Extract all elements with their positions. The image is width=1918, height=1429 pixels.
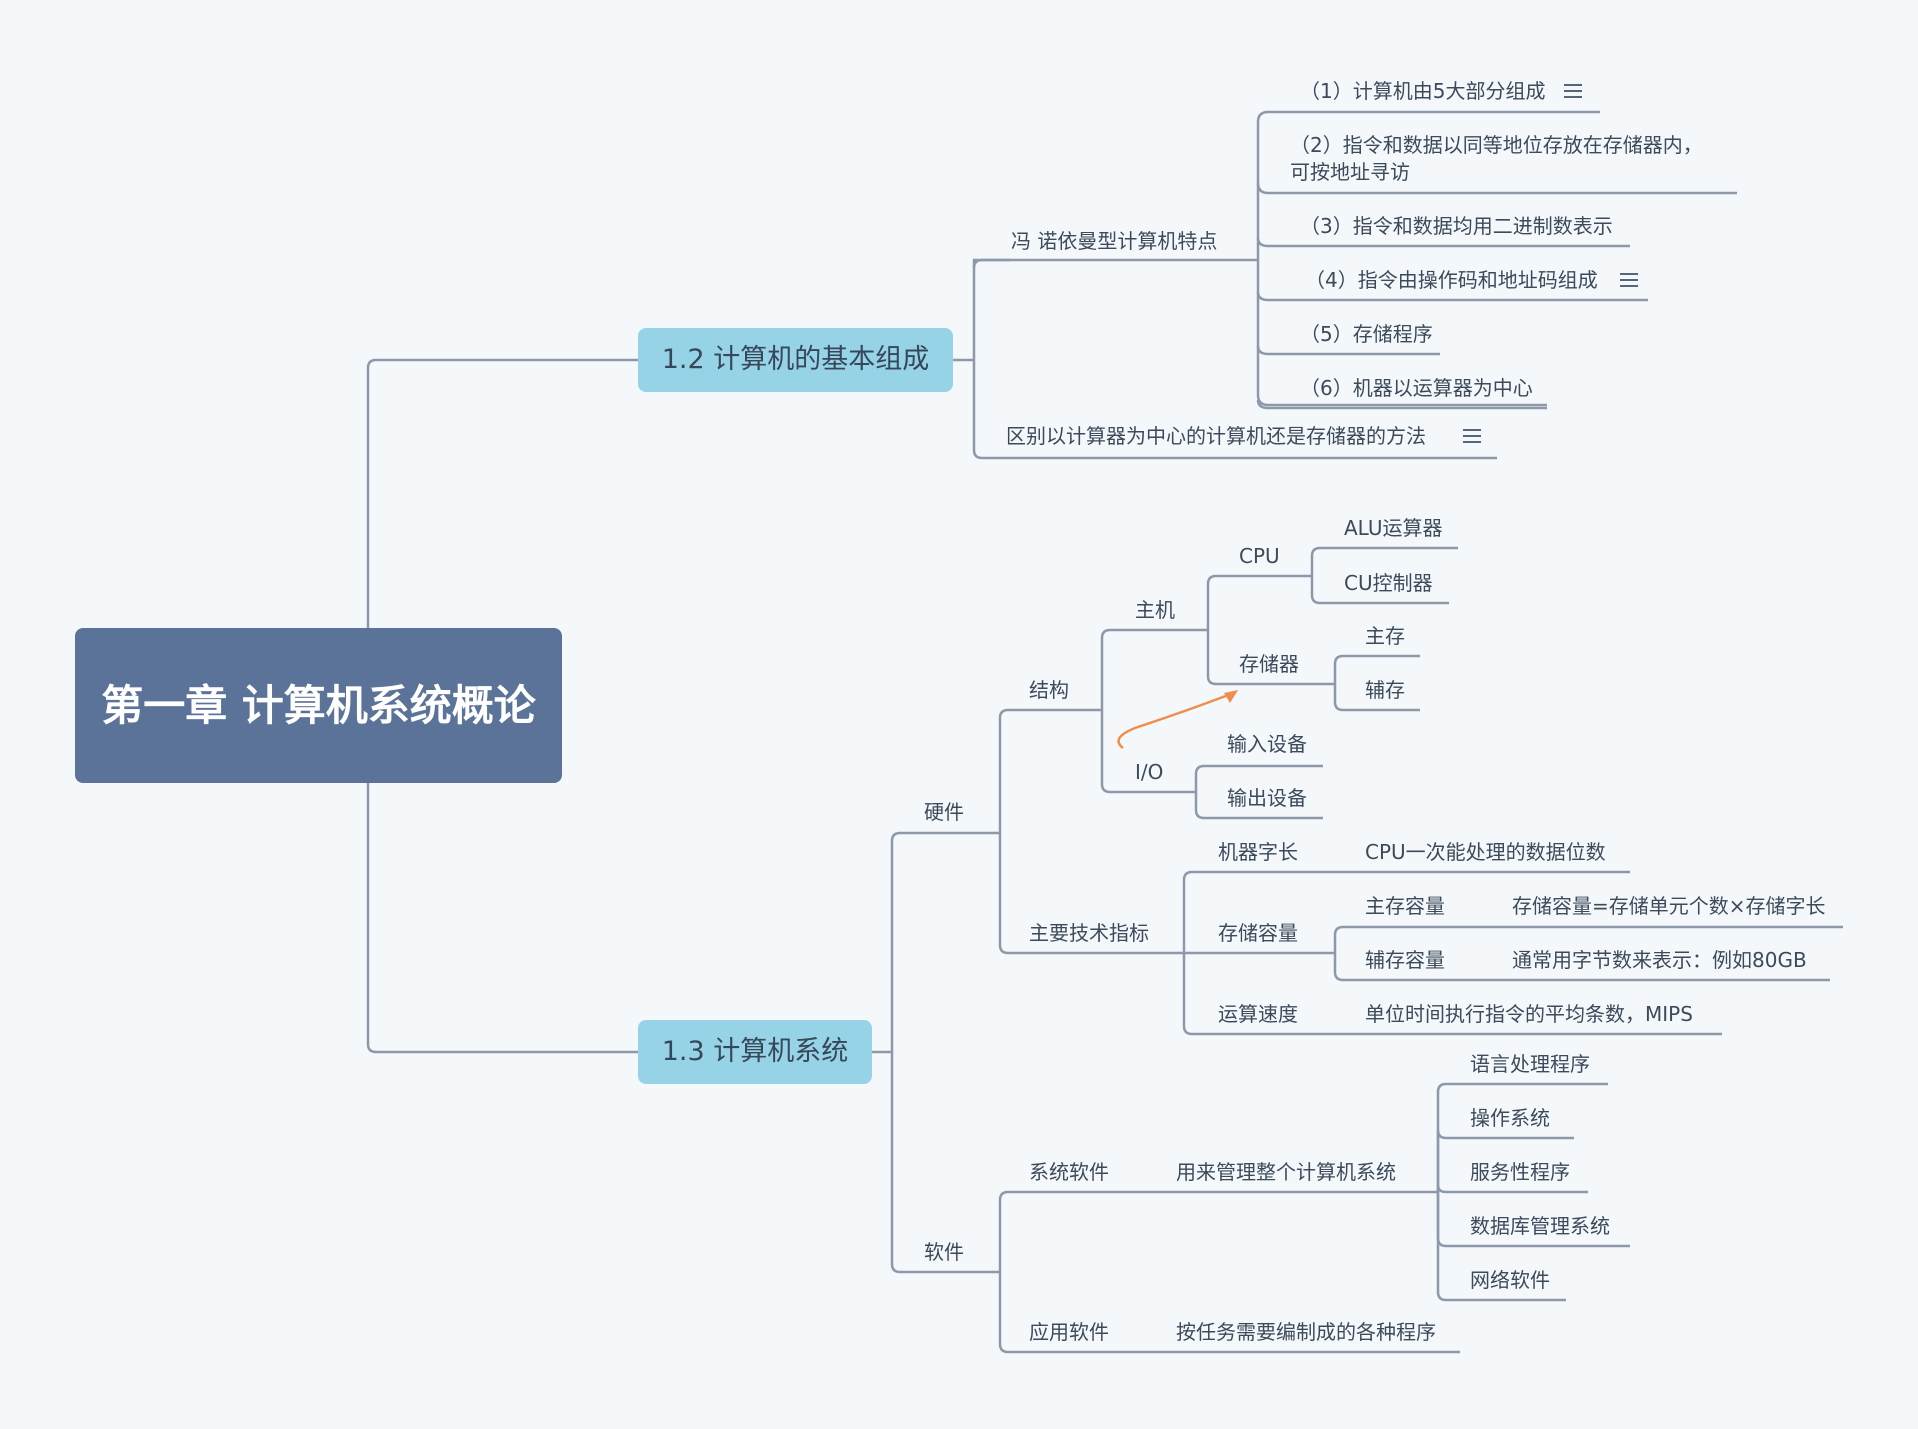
topic-capacity[interactable]: 存储容量 [1218, 921, 1298, 945]
topic-io[interactable]: I/O [1135, 760, 1164, 784]
topic-software[interactable]: 软件 [924, 1240, 964, 1264]
arrow-head-icon [1224, 690, 1238, 703]
topic-vn-item-3[interactable]: （3）指令和数据均用二进制数表示 [1300, 214, 1613, 238]
topic-word-length[interactable]: 机器字长 [1218, 840, 1298, 864]
topic-host[interactable]: 主机 [1135, 598, 1175, 622]
topic-metrics[interactable]: 主要技术指标 [1029, 921, 1149, 945]
root-topic-label: 第一章 计算机系统概论 [101, 681, 536, 730]
topic-memory[interactable]: 存储器 [1239, 652, 1299, 676]
topic-sys-item-4[interactable]: 数据库管理系统 [1470, 1214, 1610, 1238]
topic-app-software[interactable]: 应用软件 [1029, 1320, 1109, 1344]
topic-hardware[interactable]: 硬件 [924, 800, 964, 824]
topic-speed[interactable]: 运算速度 [1218, 1002, 1298, 1026]
topic-system-software-desc[interactable]: 用来管理整个计算机系统 [1176, 1160, 1396, 1184]
topic-vn-item-2[interactable]: （2）指令和数据以同等地位存放在存储器内，可按地址寻访 [1290, 133, 1703, 184]
topic-aux-capacity-desc[interactable]: 通常用字节数来表示：例如80GB [1512, 948, 1807, 972]
topic-von-neumann[interactable]: 冯 诺依曼型计算机特点 [1011, 229, 1218, 253]
topic-aux-capacity[interactable]: 辅存容量 [1365, 948, 1445, 972]
topic-word-length-desc[interactable]: CPU一次能处理的数据位数 [1365, 840, 1606, 864]
topic-cpu[interactable]: CPU [1239, 544, 1280, 568]
topic-system-software[interactable]: 系统软件 [1029, 1160, 1109, 1184]
branch-1-3-label: 1.3 计算机系统 [661, 1036, 849, 1067]
topic-sys-item-5[interactable]: 网络软件 [1470, 1268, 1550, 1292]
topic-vn-item-4[interactable]: （4）指令由操作码和地址码组成 [1305, 268, 1598, 292]
topic-aux-memory[interactable]: 辅存 [1365, 678, 1405, 702]
root-topic[interactable]: 第一章 计算机系统概论 [75, 628, 562, 783]
topic-speed-desc[interactable]: 单位时间执行指令的平均条数，MIPS [1365, 1002, 1693, 1026]
note-icon[interactable] [1564, 84, 1582, 98]
topic-cu[interactable]: CU控制器 [1344, 571, 1433, 595]
branch-1-3[interactable]: 1.3 计算机系统 [638, 1020, 872, 1084]
topic-sys-item-2[interactable]: 操作系统 [1470, 1106, 1550, 1130]
topic-app-software-desc[interactable]: 按任务需要编制成的各种程序 [1176, 1320, 1436, 1344]
topic-sys-item-3[interactable]: 服务性程序 [1470, 1160, 1570, 1184]
topic-difference[interactable]: 区别以计算器为中心的计算机还是存储器的方法 [1006, 424, 1426, 448]
note-icon[interactable] [1620, 273, 1638, 287]
topic-sys-item-1[interactable]: 语言处理程序 [1470, 1052, 1590, 1076]
topic-structure[interactable]: 结构 [1029, 678, 1069, 702]
note-icon[interactable] [1463, 429, 1481, 443]
topic-main-memory[interactable]: 主存 [1365, 624, 1405, 648]
topic-main-capacity[interactable]: 主存容量 [1365, 894, 1445, 918]
topic-input-device[interactable]: 输入设备 [1227, 732, 1307, 756]
topic-alu[interactable]: ALU运算器 [1344, 516, 1443, 540]
topic-vn-item-6[interactable]: （6）机器以运算器为中心 [1300, 376, 1533, 400]
branch-1-2-label: 1.2 计算机的基本组成 [661, 344, 930, 375]
topic-main-capacity-desc[interactable]: 存储容量=存储单元个数×存储字长 [1512, 894, 1826, 918]
topic-vn-item-5[interactable]: （5）存储程序 [1300, 322, 1433, 346]
branch-1-2[interactable]: 1.2 计算机的基本组成 [638, 328, 953, 392]
topic-output-device[interactable]: 输出设备 [1227, 786, 1307, 810]
topic-vn-item-1[interactable]: （1）计算机由5大部分组成 [1300, 79, 1546, 103]
